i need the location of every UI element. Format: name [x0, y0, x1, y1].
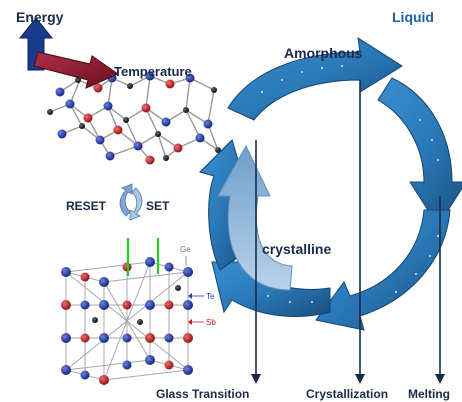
crystalline-arrow	[217, 144, 293, 291]
crystalline-label: crystalline	[262, 241, 331, 257]
liquid-label: Liquid	[392, 9, 434, 25]
element-pointers: Ge Te Sb	[180, 245, 216, 327]
amorphous-structure	[47, 71, 221, 165]
te-label: Te	[206, 292, 215, 301]
glass-transition-label: Glass Transition	[156, 387, 249, 401]
melting-label: Melting	[408, 387, 450, 401]
lattice-atoms	[61, 257, 193, 385]
reset-arrow-icon	[119, 183, 133, 217]
sb-label: Sb	[206, 318, 216, 327]
temperature-arrow	[33, 51, 120, 89]
reset-label: RESET	[66, 199, 107, 213]
set-arrow-icon	[129, 187, 143, 221]
cycle-dots	[261, 65, 439, 303]
temperature-label: Temperature	[114, 64, 192, 79]
reset-set-switch: RESET SET	[66, 183, 170, 221]
amorphous-atoms	[47, 71, 221, 165]
transition-lines	[255, 80, 441, 378]
crystal-lattice: Ge Te Sb	[61, 238, 216, 385]
ge-label: Ge	[180, 245, 191, 254]
set-label: SET	[146, 199, 170, 213]
lattice-highlights	[126, 238, 160, 276]
energy-label: Energy	[16, 9, 64, 25]
amorphous-label: Amorphous	[284, 45, 363, 61]
crystallization-label: Crystallization	[306, 387, 388, 401]
transition-arrowheads	[251, 374, 445, 384]
